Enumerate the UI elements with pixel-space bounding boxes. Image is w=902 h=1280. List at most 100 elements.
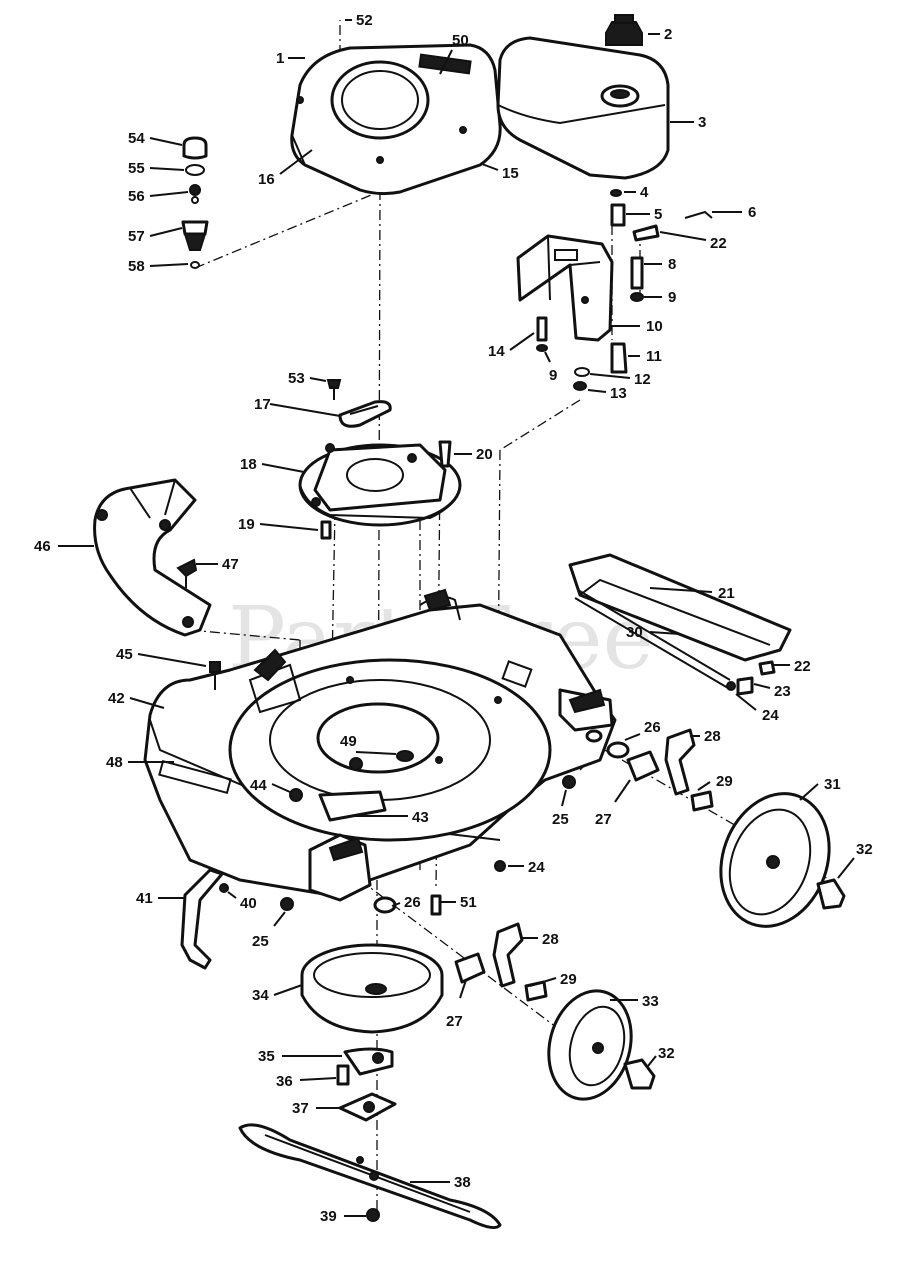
callout-number: 36 — [276, 1073, 293, 1090]
front-wheel — [547, 989, 656, 1101]
leader-line — [799, 783, 819, 801]
handle-bracket — [180, 868, 224, 970]
callout-2: 2 — [648, 26, 672, 43]
leader-line — [649, 587, 713, 593]
leader-line — [614, 779, 631, 803]
leader-line — [624, 733, 641, 741]
callout-number: 28 — [704, 728, 721, 745]
callout-number: 24 — [762, 707, 779, 724]
callout-number: 31 — [824, 776, 841, 793]
callout-number: 23 — [774, 683, 791, 700]
callout-6: 6 — [712, 204, 756, 221]
callout-number: 25 — [552, 811, 569, 828]
callout-number: 24 — [528, 859, 545, 876]
callout-number: 51 — [460, 894, 477, 911]
callout-number: 1 — [276, 50, 284, 67]
leader-line — [561, 789, 567, 807]
callout-number: 37 — [292, 1100, 309, 1117]
leader-line — [697, 781, 711, 791]
callout-52: 52 — [345, 12, 373, 29]
callout-number: 27 — [595, 811, 612, 828]
leader-line — [149, 227, 183, 237]
leader-line — [299, 1077, 337, 1081]
callout-number: 42 — [108, 690, 125, 707]
callout-41: 41 — [136, 890, 186, 907]
callout-37: 37 — [292, 1100, 340, 1117]
callout-57: 57 — [128, 227, 183, 245]
part-callouts: 1 2 3 4 5 6 8 9 9 10 11 12 13 14 15 16 1… — [34, 12, 873, 1225]
callout-49: 49 — [340, 733, 397, 755]
leader-line — [227, 891, 237, 899]
callout-number: 57 — [128, 228, 145, 245]
leader-line — [355, 751, 397, 755]
leader-line — [735, 693, 757, 711]
callout-4: 4 — [624, 184, 649, 201]
callout-number: 21 — [718, 585, 735, 602]
callout-40: 40 — [227, 891, 257, 912]
leader-line — [137, 653, 207, 667]
callout-5: 5 — [626, 206, 662, 223]
callout-number: 48 — [106, 754, 123, 771]
callout-number: 26 — [404, 894, 421, 911]
fuel-cap — [605, 14, 643, 46]
callout-14: 14 — [488, 332, 535, 360]
callout-34: 34 — [252, 984, 303, 1004]
callout-number: 9 — [549, 367, 557, 384]
callout-number: 45 — [116, 646, 133, 663]
leader-line — [273, 984, 303, 996]
callout-number: 32 — [658, 1045, 675, 1062]
callout-29b: 29 — [529, 971, 577, 988]
callout-number: 44 — [250, 777, 267, 794]
rear-deflector — [93, 478, 212, 637]
blade-adapter-drum — [300, 943, 444, 1034]
callout-number: 22 — [710, 235, 727, 252]
blower-housing — [298, 443, 462, 527]
callout-number: 54 — [128, 130, 145, 147]
callout-20: 20 — [454, 446, 493, 463]
callout-54: 54 — [128, 130, 183, 147]
callout-55: 55 — [128, 160, 185, 177]
callout-35: 35 — [258, 1048, 342, 1065]
callout-number: 28 — [542, 931, 559, 948]
callout-number: 14 — [488, 343, 505, 360]
callout-number: 5 — [654, 206, 662, 223]
callout-9b: 9 — [544, 351, 557, 384]
callout-number: 22 — [794, 658, 811, 675]
callout-29a: 29 — [697, 773, 733, 791]
callout-22b: 22 — [774, 658, 811, 675]
leader-line — [149, 137, 183, 146]
callout-56: 56 — [128, 188, 189, 205]
callout-32b: 32 — [647, 1045, 675, 1067]
deflector-knob — [176, 558, 198, 588]
callout-number: 3 — [698, 114, 706, 131]
callout-50: 50 — [439, 32, 469, 75]
callout-48: 48 — [106, 754, 174, 771]
callout-30: 30 — [626, 624, 681, 641]
callout-26a: 26 — [624, 719, 661, 741]
callout-number: 40 — [240, 895, 257, 912]
callout-11: 11 — [628, 348, 662, 365]
callout-25a: 25 — [552, 789, 569, 828]
callout-number: 34 — [252, 987, 269, 1004]
callout-number: 15 — [502, 165, 519, 182]
callout-3: 3 — [670, 114, 706, 131]
callout-number: 29 — [560, 971, 577, 988]
callout-33: 33 — [610, 993, 659, 1010]
callout-number: 10 — [646, 318, 663, 335]
callout-16: 16 — [258, 149, 313, 188]
callout-12: 12 — [589, 371, 651, 388]
callout-46: 46 — [34, 538, 94, 555]
callout-number: 17 — [254, 396, 271, 413]
leader-line — [481, 163, 499, 171]
callout-number: 39 — [320, 1208, 337, 1225]
callout-24a: 24 — [735, 693, 779, 724]
callout-42: 42 — [108, 690, 165, 709]
callout-9a: 9 — [644, 289, 676, 306]
callout-15: 15 — [481, 163, 519, 182]
callout-number: 30 — [626, 624, 643, 641]
callout-51: 51 — [440, 894, 477, 911]
callout-31: 31 — [799, 776, 841, 801]
callout-22a: 22 — [659, 231, 727, 252]
